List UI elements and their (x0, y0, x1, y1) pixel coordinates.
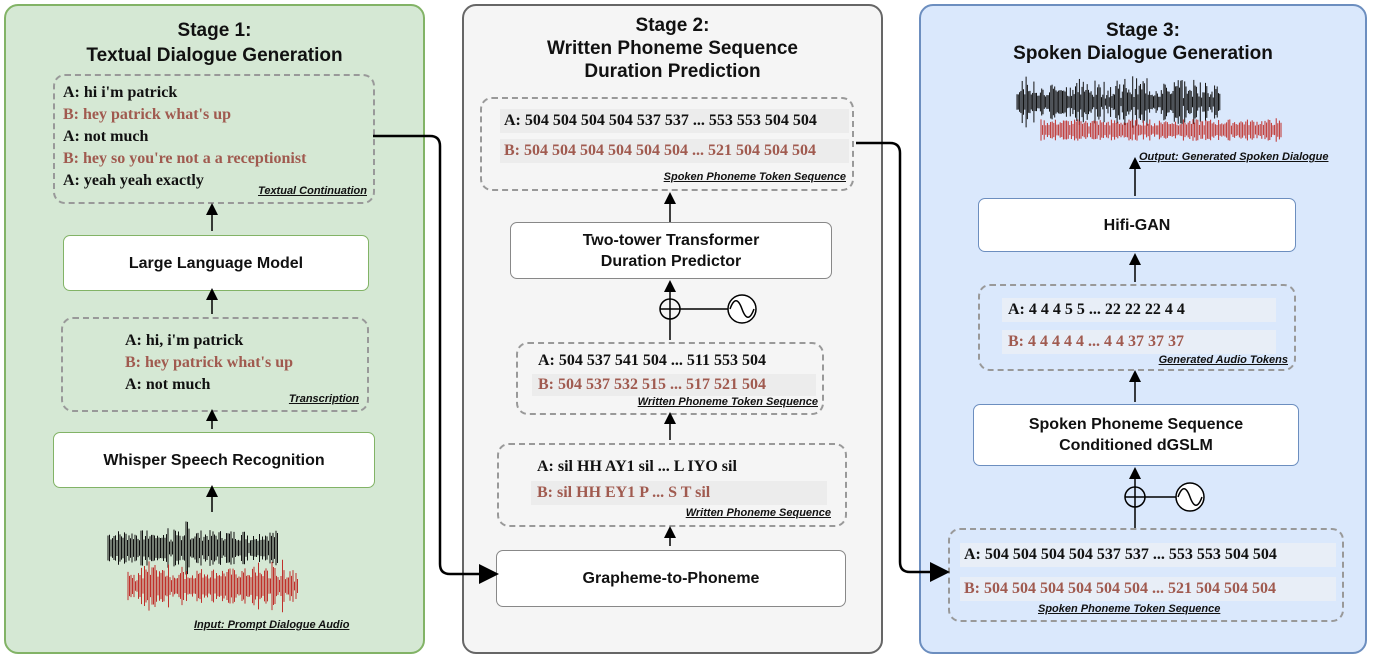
duration-predictor-label-1: Two-tower Transformer (582, 231, 760, 249)
input-waveform-speaker-a (107, 521, 278, 575)
g2p-box: Grapheme-to-Phoneme (496, 550, 846, 607)
transcription-line-a1: A: hi, i'm patrick (125, 332, 244, 349)
stage3-panel: Stage 3: Spoken Dialogue Generation Outp… (919, 4, 1367, 654)
spoken-token-box-stage3: A: 504 504 504 504 537 537 ... 553 553 5… (948, 528, 1344, 622)
written-tokens-a: A: 504 537 541 504 ... 511 553 504 (538, 352, 766, 369)
spoken-tokens-b: B: 504 504 504 504 504 504 ... 521 504 5… (500, 139, 849, 163)
input-waveform-speaker-b (127, 559, 298, 613)
audio-token-caption: Generated Audio Tokens (1158, 354, 1288, 366)
output-caption: Output: Generated Spoken Dialogue (1139, 151, 1329, 163)
spoken-token-box-stage2: A: 504 504 504 504 537 537 ... 553 553 5… (480, 97, 854, 191)
audio-token-box: A: 4 4 4 5 5 ... 22 22 22 4 4 B: 4 4 4 4… (978, 284, 1296, 371)
output-waveform-speaker-a (1016, 76, 1221, 128)
stage3-subtitle: Spoken Dialogue Generation (1013, 43, 1273, 64)
output-waveform-speaker-b (1040, 118, 1282, 142)
input-waveform (107, 521, 298, 613)
continuation-line-b2: B: hey so you're not a a receptionist (63, 150, 307, 167)
dgslm-box: Spoken Phoneme Sequence Conditioned dGSL… (973, 404, 1299, 466)
dgslm-label-1: Spoken Phoneme Sequence (1028, 416, 1244, 433)
stage3-spoken-tokens-a: A: 504 504 504 504 537 537 ... 553 553 5… (960, 543, 1336, 567)
transcription-line-b1: B: hey patrick what's up (125, 354, 294, 371)
input-caption: Input: Prompt Dialogue Audio (194, 619, 350, 631)
written-tokens-b: B: 504 537 532 515 ... 517 521 504 (532, 374, 816, 396)
transcription-line-a2: A: not much (125, 376, 211, 393)
written-phoneme-caption: Written Phoneme Sequence (685, 507, 831, 519)
continuation-line-a3: A: yeah yeah exactly (63, 172, 204, 189)
transcription-caption: Transcription (288, 393, 359, 405)
spoken-tokens-a: A: 504 504 504 504 537 537 ... 553 553 5… (500, 109, 849, 133)
audio-tokens-b: B: 4 4 4 4 4 ... 4 4 37 37 37 (1002, 330, 1276, 354)
stage3-spoken-tokens-b: B: 504 504 504 504 504 504 ... 521 504 5… (960, 577, 1336, 601)
transcription-box: A: hi, i'm patrick B: hey patrick what's… (61, 317, 369, 412)
spoken-token-caption-stage2: Spoken Phoneme Token Sequence (663, 171, 846, 183)
dgslm-label-2: Conditioned dGSLM (1059, 437, 1213, 454)
duration-predictor-label-2: Duration Predictor (600, 252, 742, 270)
written-phonemes-b: B: sil HH EY1 P ... S T sil (531, 481, 827, 505)
stage2-subtitle-1: Written Phoneme Sequence (547, 38, 798, 59)
written-phoneme-box: A: sil HH AY1 sil ... L IYO sil B: sil H… (497, 443, 847, 527)
continuation-line-a2: A: not much (63, 128, 149, 145)
spoken-token-caption-stage3: Spoken Phoneme Token Sequence (1038, 603, 1221, 615)
continuation-line-b1: B: hey patrick what's up (63, 106, 232, 123)
written-token-caption: Written Phoneme Token Sequence (637, 396, 818, 408)
written-token-box: A: 504 537 541 504 ... 511 553 504 B: 50… (516, 342, 824, 415)
stage1-subtitle: Textual Dialogue Generation (86, 45, 343, 66)
stage1-title: Stage 1: (177, 20, 252, 41)
hifigan-box: Hifi-GAN (978, 198, 1296, 252)
duration-predictor-box: Two-tower Transformer Duration Predictor (510, 222, 832, 279)
written-phonemes-a: A: sil HH AY1 sil ... L IYO sil (537, 458, 737, 475)
continuation-caption: Textual Continuation (258, 185, 367, 197)
continuation-line-a1: A: hi i'm patrick (63, 84, 178, 101)
textual-continuation-box: A: hi i'm patrick B: hey patrick what's … (53, 74, 375, 204)
stage3-title: Stage 3: (1106, 20, 1180, 41)
stage2-title: Stage 2: (635, 15, 710, 36)
audio-tokens-a: A: 4 4 4 5 5 ... 22 22 22 4 4 (1002, 298, 1276, 322)
stage1-panel: Stage 1: Textual Dialogue Generation A: … (4, 4, 425, 654)
llm-box: Large Language Model (63, 235, 369, 291)
output-waveform (1016, 76, 1282, 142)
stage2-panel: Stage 2: Written Phoneme Sequence Durati… (462, 4, 883, 654)
stage2-subtitle-2: Duration Prediction (584, 61, 761, 82)
whisper-box: Whisper Speech Recognition (53, 432, 375, 488)
